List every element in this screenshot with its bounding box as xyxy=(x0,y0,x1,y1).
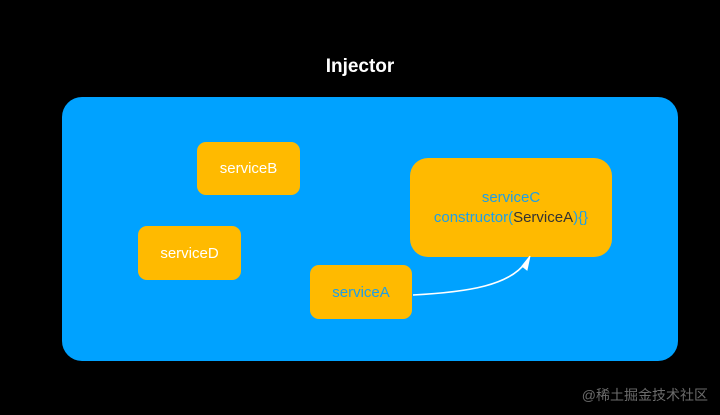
service-c-constructor: constructor(ServiceA){} xyxy=(434,208,588,228)
service-d-label: serviceD xyxy=(160,244,219,262)
constructor-param: ServiceA xyxy=(513,208,574,226)
service-a-node: serviceA xyxy=(310,265,412,319)
watermark-text: @稀土掘金技术社区 xyxy=(581,387,708,403)
service-a-label: serviceA xyxy=(332,283,390,301)
service-c-node: serviceC constructor(ServiceA){} xyxy=(410,158,612,257)
service-c-label: serviceC xyxy=(481,188,541,206)
service-d-node: serviceD xyxy=(138,226,241,280)
constructor-prefix: constructor( xyxy=(433,208,514,226)
constructor-suffix: ){} xyxy=(573,208,589,226)
service-b-node: serviceB xyxy=(197,142,300,195)
service-b-label: serviceB xyxy=(219,160,278,177)
injector-title: Injector xyxy=(325,56,395,77)
